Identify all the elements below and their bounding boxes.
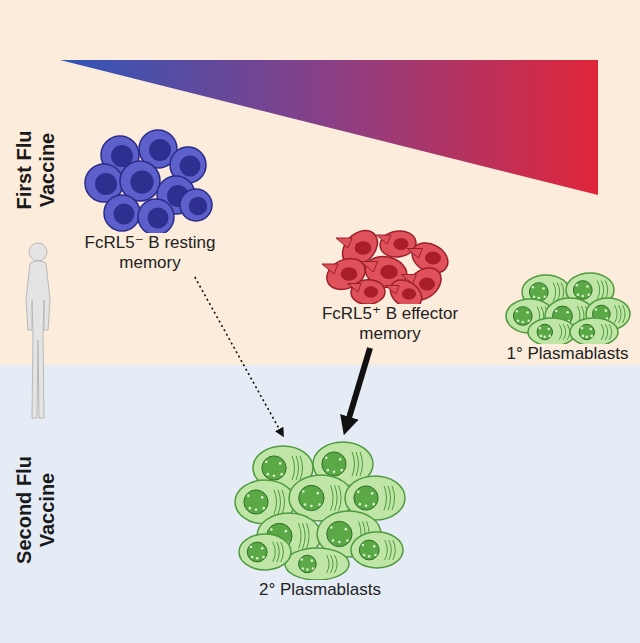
cell-illustration	[290, 228, 490, 304]
cell	[570, 318, 618, 344]
cell	[351, 532, 403, 568]
vaccine-label: First Flu Vaccine	[13, 105, 59, 235]
cell-label: 1° Plasmablasts	[500, 344, 635, 364]
cell-cluster: 2° Plasmablasts	[225, 440, 415, 600]
transition-arrow	[195, 277, 282, 434]
human-figure	[26, 243, 50, 418]
cell	[285, 548, 349, 580]
cell	[528, 318, 576, 344]
second-vaccine-band	[0, 365, 640, 643]
cell	[104, 195, 140, 231]
cell-label: FcRL5⁺ B effector memory	[290, 304, 490, 344]
gradient-wedge	[60, 60, 598, 195]
cell-cluster: FcRL5⁻ B resting memory	[70, 125, 230, 273]
vaccine-label: Second Flu Vaccine	[13, 445, 59, 575]
transition-arrow	[347, 348, 370, 426]
cell-label: 2° Plasmablasts	[225, 580, 415, 600]
cell	[239, 534, 291, 570]
cell-label: FcRL5⁻ B resting memory	[70, 233, 230, 273]
cell	[180, 189, 212, 221]
cell	[348, 279, 386, 304]
cell-cluster: 1° Plasmablasts	[500, 270, 635, 364]
cell-cluster: FcRL5⁺ B effector memory	[290, 228, 490, 344]
first-vaccine-band	[0, 0, 640, 365]
cell-illustration	[225, 440, 415, 580]
cell	[385, 274, 427, 304]
cell	[138, 199, 174, 233]
cell-illustration	[70, 125, 230, 233]
cell-illustration	[500, 270, 635, 344]
